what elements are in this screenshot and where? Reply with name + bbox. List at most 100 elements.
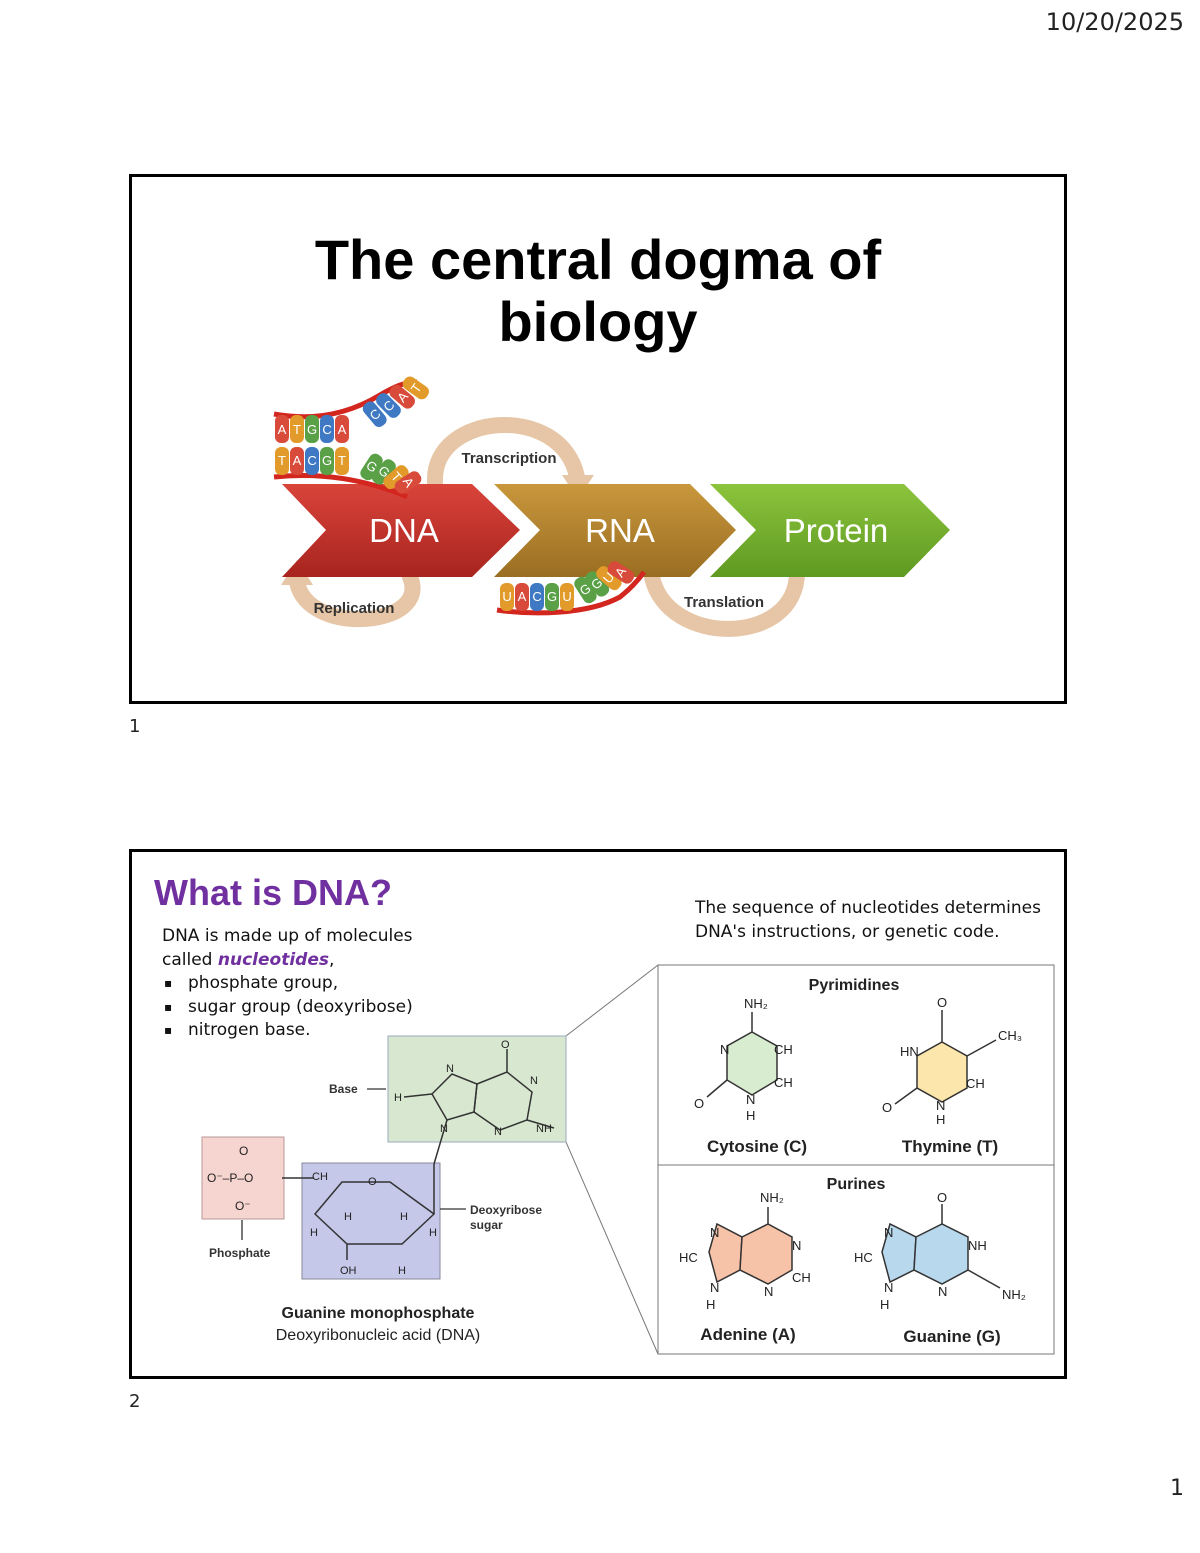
rna-base-tile xyxy=(545,583,559,611)
dna-top-nucleotide: A xyxy=(275,415,289,443)
svg-text:N: N xyxy=(440,1123,448,1135)
intro-line-2: called nucleotides, xyxy=(162,949,462,973)
dna-bottom-base-letter: T xyxy=(338,453,346,468)
svg-text:H: H xyxy=(394,1092,402,1104)
slide-1-title-line-1: The central dogma of xyxy=(314,228,882,291)
dna-top-base-tile xyxy=(389,384,415,409)
svg-text:NH: NH xyxy=(536,1123,552,1135)
rna-base-tile xyxy=(585,571,610,597)
slide-2-number: 2 xyxy=(129,1391,141,1412)
protein-label: Protein xyxy=(784,512,889,549)
dna-top-nucleotide: A xyxy=(335,415,349,443)
svg-text:NH₂: NH₂ xyxy=(744,996,768,1011)
svg-text:O: O xyxy=(501,1039,510,1051)
rna-nucleotide: U xyxy=(500,583,514,611)
svg-text:N: N xyxy=(884,1225,893,1240)
dna-top-nucleotide: T xyxy=(402,376,429,400)
svg-text:O: O xyxy=(937,1190,947,1205)
rna-nucleotide: A xyxy=(515,583,529,611)
base-label: Base xyxy=(329,1082,358,1096)
rna-base-letter: U xyxy=(562,589,571,604)
dna-top-base-letter: A xyxy=(338,422,347,437)
svg-text:N: N xyxy=(530,1075,538,1087)
dna-chevron xyxy=(282,484,520,577)
svg-text:H: H xyxy=(746,1108,755,1123)
dna-bottom-base-tile xyxy=(290,447,304,475)
svg-text:H: H xyxy=(936,1112,945,1127)
rna-label: RNA xyxy=(585,512,655,549)
dna-bottom-base-tile xyxy=(320,447,334,475)
dna-top-base-tile xyxy=(305,415,319,443)
dna-top-base-tile xyxy=(275,415,289,443)
guanine-amine-bond xyxy=(967,1269,1001,1289)
thymine-label: Thymine (T) xyxy=(902,1137,998,1156)
dna-top-base-letter: A xyxy=(278,422,287,437)
dna-top-nucleotide: T xyxy=(290,415,304,443)
svg-text:CH: CH xyxy=(966,1076,985,1091)
rna-chevron xyxy=(494,484,736,577)
pyrimidines-heading: Pyrimidines xyxy=(809,977,900,994)
intro-comma: , xyxy=(328,949,335,970)
purines-heading: Purines xyxy=(827,1176,886,1193)
rna-base-tile xyxy=(596,566,622,591)
dna-bottom-base-tile xyxy=(275,447,289,475)
cytosine-carbonyl-bond xyxy=(706,1079,728,1098)
dna-bottom-nucleotide: G xyxy=(320,447,334,475)
rna-base-letter: A xyxy=(518,589,527,604)
slide-1: The central dogma of biology DNA RNA P xyxy=(129,174,1067,704)
rna-nucleotide: G xyxy=(545,583,559,611)
dna-label: DNA xyxy=(369,512,439,549)
svg-text:CH: CH xyxy=(792,1270,811,1285)
intro-line-1: DNA is made up of molecules xyxy=(162,926,413,946)
dna-bottom-base-tile xyxy=(360,453,383,481)
svg-text:CH: CH xyxy=(312,1171,328,1183)
phosphate-box xyxy=(201,1136,285,1220)
list-item: nitrogen base. xyxy=(162,1019,462,1043)
dna-top-base-tile xyxy=(376,393,401,418)
dna-bottom-base-letter: G xyxy=(322,453,332,468)
slide-1-number: 1 xyxy=(129,716,141,737)
dna-bottom-nucleotide: C xyxy=(305,447,319,475)
rna-nucleotide: A xyxy=(607,561,635,584)
guanine-label: Guanine (G) xyxy=(903,1327,1000,1346)
svg-text:N: N xyxy=(446,1063,454,1075)
dna-top-base-tile xyxy=(362,401,387,427)
svg-text:H: H xyxy=(400,1211,408,1223)
svg-text:H: H xyxy=(880,1297,889,1312)
dna-top-nucleotide: G xyxy=(305,415,319,443)
svg-text:HN: HN xyxy=(900,1044,919,1059)
svg-text:H: H xyxy=(398,1265,406,1277)
deoxyribose-label-line-1: Deoxyribose xyxy=(470,1203,542,1217)
zoom-line-top xyxy=(565,964,659,1037)
dna-bottom-base-tile xyxy=(383,465,409,490)
svg-text:N: N xyxy=(710,1225,719,1240)
cytosine-ring xyxy=(726,1031,778,1096)
dna-bottom-base-letter: C xyxy=(307,453,316,468)
translation-arrow xyxy=(644,564,805,637)
svg-text:O: O xyxy=(368,1176,377,1188)
transcription-label: Transcription xyxy=(461,450,556,467)
svg-text:H: H xyxy=(706,1297,715,1312)
svg-text:CH: CH xyxy=(774,1042,793,1057)
rna-base-tile xyxy=(560,583,574,611)
dna-bottom-base-tile xyxy=(371,459,396,485)
svg-text:NH₂: NH₂ xyxy=(760,1190,784,1205)
svg-text:N: N xyxy=(938,1284,947,1299)
dna-bottom-nucleotide: T xyxy=(335,447,349,475)
dna-backbone-bottom xyxy=(273,472,409,500)
dna-bottom-nucleotide: T xyxy=(275,447,289,475)
central-dogma-diagram: DNA RNA Protein Transcription Replicatio… xyxy=(273,376,950,637)
dna-top-base-letter: G xyxy=(307,422,317,437)
svg-text:OH: OH xyxy=(340,1265,357,1277)
figure-caption-line-2: Deoxyribonucleic acid (DNA) xyxy=(276,1327,481,1344)
guanine-structure xyxy=(403,1049,555,1165)
rna-base-tile xyxy=(607,561,635,584)
svg-text:NH: NH xyxy=(968,1238,987,1253)
rna-base-letter: U xyxy=(502,589,511,604)
svg-text:N: N xyxy=(710,1280,719,1295)
dna-bottom-base-tile xyxy=(335,447,349,475)
